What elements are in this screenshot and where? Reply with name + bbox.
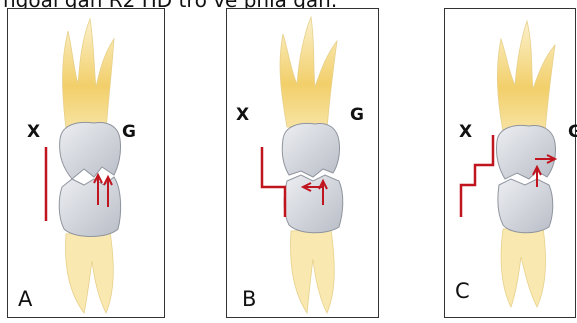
panel-c-letter: C <box>455 279 470 303</box>
tooth-illustration-c <box>445 9 577 319</box>
panel-a-right-label: G <box>122 122 136 142</box>
panel-b: X G B <box>226 8 379 318</box>
panel-a-left-label: X <box>27 122 40 142</box>
panel-b-left-label: X <box>236 105 249 125</box>
panel-c-right-label: G <box>568 122 577 142</box>
panel-a: X G A <box>7 8 165 318</box>
panel-c-left-label: X <box>459 122 472 142</box>
panel-b-letter: B <box>242 287 256 311</box>
tooth-illustration-a <box>8 9 166 319</box>
panel-c: X G C <box>444 8 576 318</box>
panel-b-right-label: G <box>350 105 364 125</box>
tooth-illustration-b <box>227 9 380 319</box>
panel-a-letter: A <box>18 287 32 311</box>
